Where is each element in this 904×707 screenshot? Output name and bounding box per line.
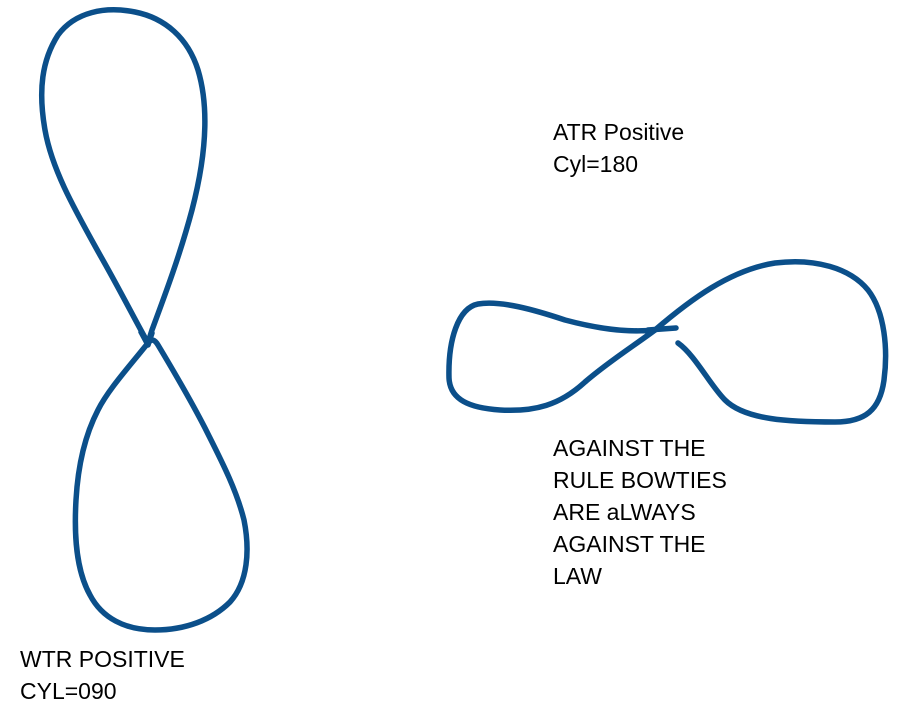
wtr-label-line-2: CYL=090 [20,678,117,704]
wtr-positive-label: WTR POSITIVE CYL=090 [20,643,185,707]
atr-label-line-1: ATR Positive [553,119,685,145]
vertical-bowtie-crossing-mark [138,329,155,348]
note-line-4: AGAINST THE [553,531,706,557]
vertical-bowtie [38,7,250,633]
vertical-bowtie-lower-loop [72,337,250,633]
horizontal-bowtie-left-loop [446,300,658,414]
note-line-3: ARE aLWAYS [553,499,696,525]
horizontal-bowtie [446,258,889,425]
vertical-bowtie-upper-loop [38,7,208,346]
wtr-label-line-1: WTR POSITIVE [20,646,185,672]
note-line-2: RULE BOWTIES [553,467,727,493]
horizontal-bowtie-right-loop [652,258,889,425]
note-line-1: AGAINST THE [553,435,706,461]
bowtie-note: AGAINST THE RULE BOWTIES ARE aLWAYS AGAI… [553,432,727,592]
atr-positive-label: ATR Positive Cyl=180 [553,116,684,180]
horizontal-bowtie-crossing-stub [645,325,679,333]
note-line-5: LAW [553,563,602,589]
atr-label-line-2: Cyl=180 [553,151,639,177]
